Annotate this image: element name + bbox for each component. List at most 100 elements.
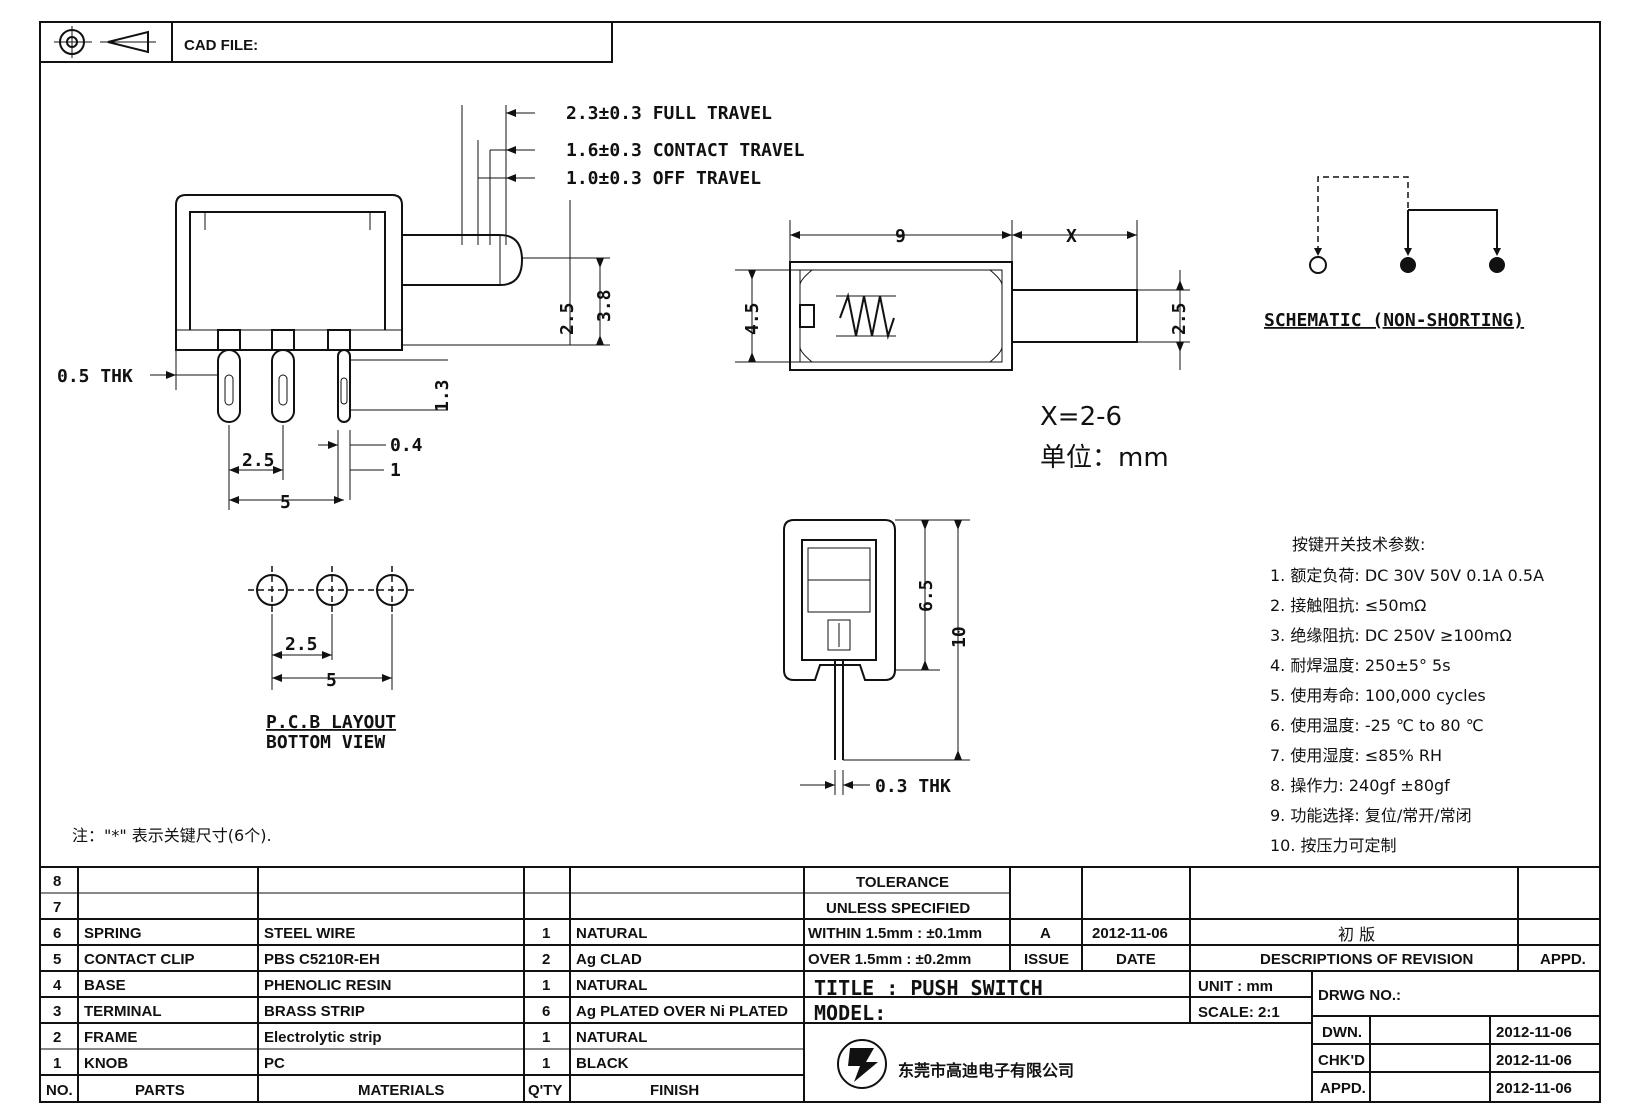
pcb-layout-subtitle: BOTTOM VIEW — [266, 732, 385, 753]
dim-1: 1 — [390, 460, 401, 481]
spec-item: 8. 操作力: 240gf ±80gf — [1270, 776, 1450, 795]
bom-row-material: PC — [264, 1055, 285, 1072]
bom-row-qty: 1 — [542, 925, 550, 942]
bom-row-material: PBS C5210R-EH — [264, 951, 380, 968]
bom-header-parts: PARTS — [135, 1082, 185, 1099]
appd-label: APPD. — [1320, 1080, 1366, 1097]
dim-5-pins: 5 — [280, 492, 291, 513]
side-view-drawing: 2.3±0.3 FULL TRAVEL 1.6±0.3 CONTACT TRAV… — [57, 103, 805, 513]
bom-row-part: TERMINAL — [84, 1003, 162, 1020]
dim-1-3: 1.3 — [432, 379, 453, 412]
chkd-label: CHK'D — [1318, 1052, 1365, 1069]
bom-table: 8 7 6 SPRING STEEL WIRE 1 NATURAL 5 CONT… — [46, 873, 788, 1099]
revision-appd-label: APPD. — [1540, 951, 1586, 968]
dim-contact-travel: 1.6±0.3 CONTACT TRAVEL — [566, 140, 805, 161]
bom-row-part: CONTACT CLIP — [84, 951, 195, 968]
company-logo-icon — [837, 1039, 887, 1089]
projection-symbol-icon — [54, 26, 156, 58]
bom-row-finish: Ag PLATED OVER Ni PLATED — [576, 1003, 788, 1020]
schematic-drawing: SCHEMATIC (NON-SHORTING) — [1264, 176, 1524, 331]
drawing-title: TITLE : PUSH SWITCH — [814, 976, 1043, 1000]
spec-item: 7. 使用湿度: ≤85% RH — [1270, 746, 1442, 765]
spec-item: 1. 额定负荷: DC 30V 50V 0.1A 0.5A — [1270, 566, 1544, 585]
spec-item: 6. 使用温度: -25 ℃ to 80 ℃ — [1270, 716, 1484, 735]
model-label: MODEL: — [814, 1001, 886, 1025]
spec-heading: 按键开关技术参数: — [1292, 535, 1425, 554]
bom-row-qty: 1 — [542, 977, 550, 994]
bom-row-no: 3 — [53, 1003, 61, 1020]
bom-header-finish: FINISH — [650, 1082, 699, 1099]
dim-2-5-top: 2.5 — [1169, 302, 1190, 335]
spec-item: 3. 绝缘阻抗: DC 250V ≥100mΩ — [1270, 626, 1512, 645]
pcb-dim-2-5: 2.5 — [285, 634, 318, 655]
bom-row-no: 1 — [53, 1055, 61, 1072]
dim-0-5-thk: 0.5 THK — [57, 366, 133, 387]
bom-row-no: 4 — [53, 977, 62, 994]
bom-row-part: KNOB — [84, 1055, 128, 1072]
dwn-date: 2012-11-06 — [1496, 1024, 1572, 1041]
dim-2-5-pins: 2.5 — [242, 450, 275, 471]
scale-field: SCALE: 2:1 — [1198, 1004, 1280, 1021]
chkd-date: 2012-11-06 — [1496, 1052, 1572, 1069]
key-dimension-note: 注："*" 表示关键尺寸(6个). — [72, 826, 272, 845]
bom-row-no: 7 — [53, 899, 61, 916]
top-view-drawing: 9 X 4.5 2.5 X=2-6 单位：mm — [735, 220, 1190, 473]
revision-issue: A — [1040, 925, 1051, 942]
revision-issue-label: ISSUE — [1024, 951, 1069, 968]
bom-row-finish: BLACK — [576, 1055, 629, 1072]
tolerance-within: WITHIN 1.5mm : ±0.1mm — [808, 925, 982, 942]
dim-off-travel: 1.0±0.3 OFF TRAVEL — [566, 168, 761, 189]
bom-row-part: FRAME — [84, 1029, 137, 1046]
pcb-dim-5: 5 — [326, 670, 337, 691]
bom-row-no: 6 — [53, 925, 61, 942]
dwn-label: DWN. — [1322, 1024, 1362, 1041]
company-name: 东莞市高迪电子有限公司 — [898, 1061, 1074, 1080]
pcb-layout-title: P.C.B LAYOUT — [266, 712, 396, 733]
revision-description: 初 版 — [1338, 925, 1375, 944]
spec-list: 按键开关技术参数: 1. 额定负荷: DC 30V 50V 0.1A 0.5A … — [1270, 535, 1544, 855]
spec-item: 10. 按压力可定制 — [1270, 836, 1397, 855]
bom-row-material: PHENOLIC RESIN — [264, 977, 392, 994]
bom-row-part: BASE — [84, 977, 126, 994]
dim-3-8: 3.8 — [594, 289, 615, 322]
pcb-layout-drawing: 2.5 5 P.C.B LAYOUT BOTTOM VIEW — [248, 566, 416, 753]
bom-row-finish: NATURAL — [576, 977, 647, 994]
appd-date: 2012-11-06 — [1496, 1080, 1572, 1097]
bom-row-no: 2 — [53, 1029, 61, 1046]
drawing-number-label: DRWG NO.: — [1318, 987, 1401, 1004]
dim-10: 10 — [949, 626, 970, 648]
spec-item: 5. 使用寿命: 100,000 cycles — [1270, 686, 1486, 705]
bom-row-qty: 1 — [542, 1055, 550, 1072]
cad-file-label: CAD FILE: — [184, 37, 258, 54]
bom-row-no: 8 — [53, 873, 61, 890]
bom-row-no: 5 — [53, 951, 61, 968]
bom-row-material: Electrolytic strip — [264, 1029, 382, 1046]
spec-item: 2. 接触阻抗: ≤50mΩ — [1270, 596, 1426, 615]
bom-row-part: SPRING — [84, 925, 142, 942]
header-block: CAD FILE: — [39, 21, 613, 63]
spec-item: 4. 耐焊温度: 250±5° 5s — [1270, 656, 1451, 675]
dim-full-travel: 2.3±0.3 FULL TRAVEL — [566, 103, 772, 124]
bom-row-material: BRASS STRIP — [264, 1003, 365, 1020]
schematic-closed-terminal-icon — [1489, 257, 1505, 273]
bom-row-qty: 6 — [542, 1003, 550, 1020]
revision-description-label: DESCRIPTIONS OF REVISION — [1260, 951, 1473, 968]
tolerance-revision-block: TOLERANCE UNLESS SPECIFIED WITHIN 1.5mm … — [808, 874, 1586, 968]
dim-9: 9 — [895, 226, 906, 247]
tolerance-subtitle: UNLESS SPECIFIED — [826, 900, 970, 917]
bom-row-finish: NATURAL — [576, 1029, 647, 1046]
title-block: TITLE : PUSH SWITCH MODEL: UNIT : mm SCA… — [814, 976, 1572, 1097]
dim-x: X — [1066, 226, 1077, 247]
title-block-grid — [40, 866, 1600, 1102]
bom-row-material: STEEL WIRE — [264, 925, 355, 942]
unit-label: 单位：mm — [1040, 443, 1169, 473]
dim-0-3-thk: 0.3 THK — [875, 776, 951, 797]
dim-4-5: 4.5 — [742, 302, 763, 335]
sheet-border — [39, 21, 1601, 1103]
unit-field: UNIT : mm — [1198, 978, 1273, 995]
schematic-caption: SCHEMATIC (NON-SHORTING) — [1264, 310, 1524, 331]
spec-item: 9. 功能选择: 复位/常开/常闭 — [1270, 806, 1472, 825]
bom-header-no: NO. — [46, 1082, 73, 1099]
schematic-open-terminal-icon — [1309, 256, 1327, 274]
